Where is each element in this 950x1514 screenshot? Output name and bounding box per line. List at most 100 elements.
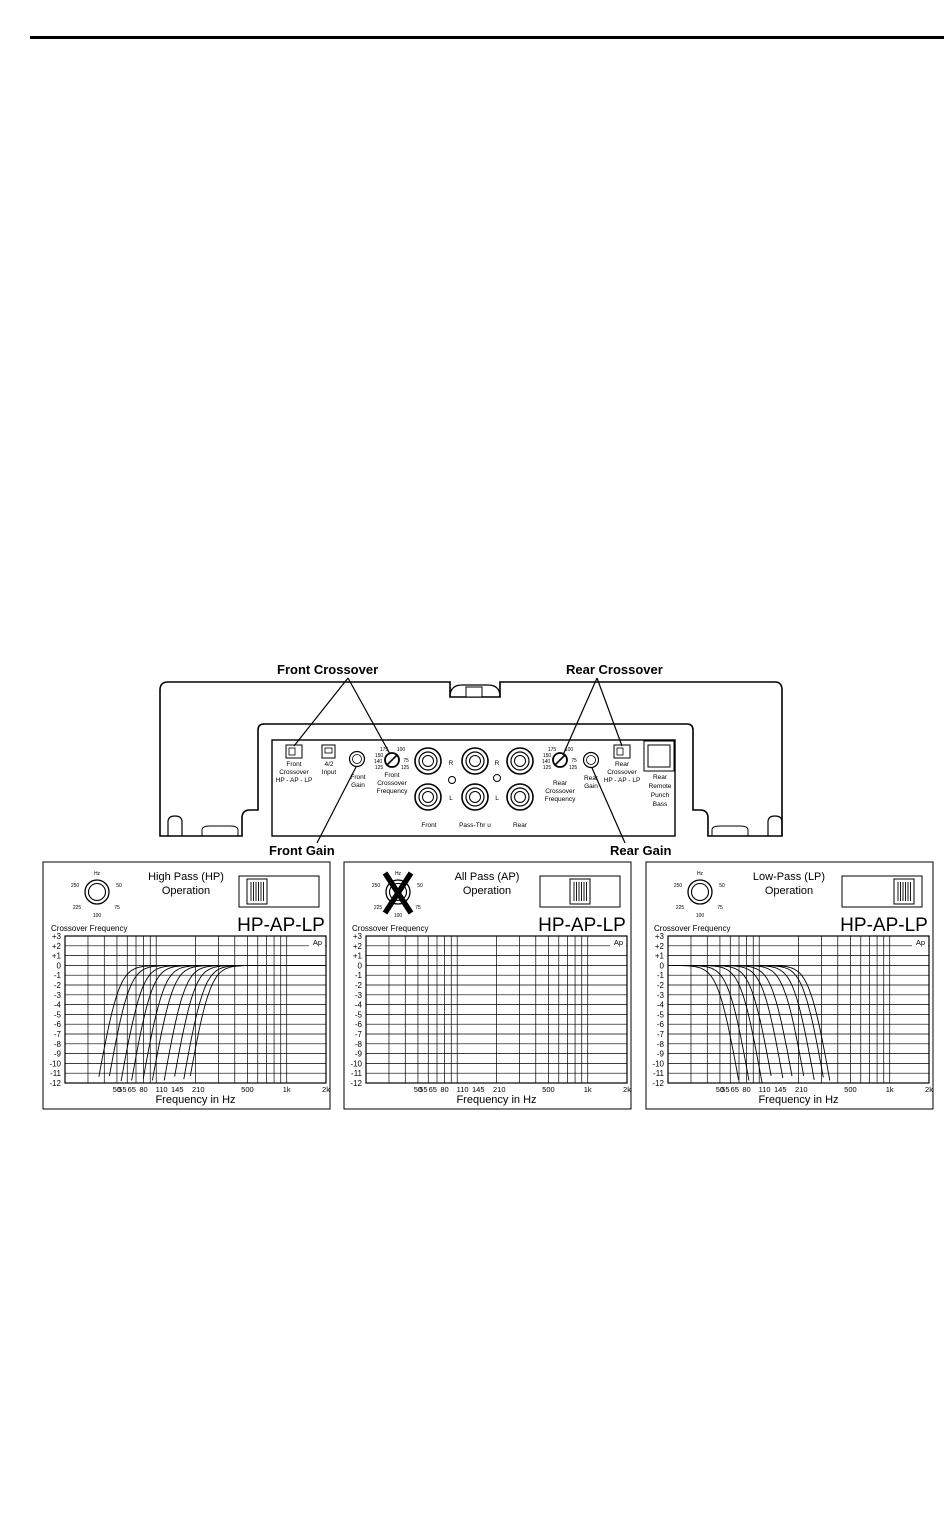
rca-front-left[interactable]	[414, 783, 442, 811]
amplifier-body-outline	[159, 681, 783, 837]
x-tick-label: 55	[721, 1085, 729, 1094]
x-tick-label: 65	[731, 1085, 739, 1094]
y-tick-label: -9	[54, 1050, 62, 1059]
x-axis-label: Frequency in Hz	[456, 1094, 536, 1106]
front-crossover-switch-knob	[288, 747, 296, 756]
x-tick-label: 50	[716, 1085, 724, 1094]
y-tick-label: +3	[655, 932, 665, 941]
graph-subtitle: Operation	[162, 885, 210, 897]
rca-passthru-label: Pass-Thr u	[459, 822, 491, 829]
rca-rear-label: Rear	[513, 822, 528, 829]
y-tick-label: -1	[355, 971, 363, 980]
y-tick-label: -2	[355, 981, 363, 990]
y-tick-label: -11	[653, 1069, 665, 1078]
rear-dial-mark-7: 100	[565, 747, 574, 753]
y-tick-label: -12	[350, 1079, 362, 1088]
graph-title: All Pass (AP)	[455, 871, 520, 883]
front-crossover-switch-label-3: HP - AP - LP	[276, 777, 313, 784]
front-dial-mark-6: 75	[403, 758, 409, 764]
y-tick-label: +1	[52, 952, 62, 961]
rca-passthru-left[interactable]	[461, 783, 489, 811]
y-tick-label: -11	[351, 1069, 363, 1078]
front-dial-mark-1: 175	[380, 747, 389, 753]
dial-label-50: 50	[116, 883, 122, 889]
front-dial-mark-2: 150	[375, 753, 384, 759]
disabled-x-mark	[382, 871, 414, 915]
front-gain-knob-center	[352, 754, 362, 764]
rear-remote-label-1: Rear	[653, 774, 668, 781]
x-tick-label: 110	[759, 1085, 771, 1094]
x-tick-label: 500	[241, 1085, 254, 1094]
y-tick-label: -1	[657, 971, 665, 980]
switch-mode-label: HP-AP-LP	[840, 915, 928, 936]
rear-crossover-switch-label-2: Crossover	[607, 769, 637, 776]
handle-slot	[465, 686, 483, 698]
rca-label-l-2: L	[495, 795, 499, 802]
front-dial-mark-7: 100	[397, 747, 406, 753]
x-tick-label: 80	[440, 1085, 448, 1094]
y-tick-label: +3	[353, 932, 363, 941]
input-switch-knob	[324, 747, 333, 754]
front-dial-pointer	[386, 754, 398, 766]
y-tick-label: -9	[355, 1050, 363, 1059]
x-tick-label: 110	[156, 1085, 168, 1094]
x-tick-label: 65	[429, 1085, 437, 1094]
rca-front-label: Front	[421, 822, 436, 829]
y-tick-label: -3	[355, 991, 363, 1000]
x-tick-label: 145	[472, 1085, 485, 1094]
y-tick-label: -11	[50, 1069, 62, 1078]
crossover-frequency-label: Crossover Frequency	[51, 924, 127, 933]
front-crossover-leader-switch	[293, 677, 349, 747]
x-tick-label: 210	[795, 1085, 808, 1094]
left-foot	[167, 815, 183, 836]
front-gain-callout: Front Gain	[269, 843, 335, 858]
rca-rear-right[interactable]	[506, 747, 534, 775]
y-tick-label: -6	[54, 1020, 62, 1029]
indicator-led-1	[448, 776, 456, 784]
y-tick-label: +3	[52, 932, 62, 941]
front-crossover-switch-label-2: Crossover	[279, 769, 309, 776]
rear-crossover-leader-dial	[562, 677, 598, 756]
front-dial-mark-3: 140	[374, 759, 383, 765]
y-tick-label: 0	[660, 961, 665, 970]
dial-label-225: 225	[73, 905, 82, 911]
corner-label: Ap	[916, 938, 925, 947]
dial-label-75: 75	[415, 905, 421, 911]
front-crossover-frequency-label-3: Frequency	[377, 788, 408, 795]
y-tick-label: -2	[54, 981, 62, 990]
rear-dial-mark-1: 175	[548, 747, 557, 753]
rear-crossover-frequency-label-3: Frequency	[545, 796, 576, 803]
crossover-switch-slider	[246, 878, 268, 905]
dial-label-75: 75	[114, 905, 120, 911]
x-tick-label: 50	[113, 1085, 121, 1094]
x-axis-label: Frequency in Hz	[758, 1094, 838, 1106]
x-tick-label: 80	[742, 1085, 750, 1094]
front-dial-mark-5: 125	[401, 765, 410, 771]
graph-subtitle: Operation	[463, 885, 511, 897]
corner-label-bg	[610, 937, 626, 947]
x-tick-label: 110	[457, 1085, 469, 1094]
x-tick-label: 50	[414, 1085, 422, 1094]
rca-rear-left[interactable]	[506, 783, 534, 811]
dial-label-250: 250	[71, 883, 80, 889]
y-tick-label: -5	[355, 1010, 363, 1019]
y-tick-label: -12	[49, 1079, 61, 1088]
y-tick-label: -3	[54, 991, 62, 1000]
rear-remote-port[interactable]	[647, 744, 671, 768]
rear-remote-label-2: Remote	[649, 783, 672, 790]
dial-label-225: 225	[676, 905, 685, 911]
rear-crossover-callout: Rear Crossover	[566, 662, 663, 677]
front-gain-leader	[316, 766, 357, 844]
input-switch-label-1: 4/2	[324, 761, 333, 768]
dial-label-75: 75	[717, 905, 723, 911]
rca-passthru-right[interactable]	[461, 747, 489, 775]
response-curve	[668, 964, 831, 1081]
x-tick-label: 2k	[925, 1085, 933, 1094]
rear-gain-label-1: Rear	[584, 775, 599, 782]
rca-front-right[interactable]	[414, 747, 442, 775]
rear-dial-mark-2: 150	[543, 753, 552, 759]
crossover-frequency-label: Crossover Frequency	[654, 924, 730, 933]
x-tick-label: 500	[542, 1085, 555, 1094]
switch-mode-label: HP-AP-LP	[237, 915, 325, 936]
